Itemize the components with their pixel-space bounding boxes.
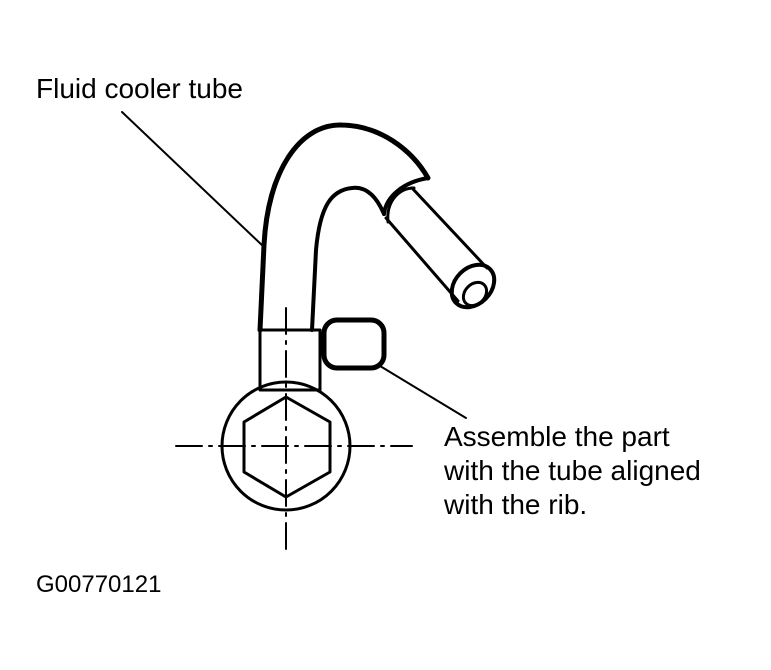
tube-inner-contour [310, 185, 386, 332]
figure-code: G00770121 [36, 571, 162, 598]
tube-sleeve [258, 328, 322, 392]
tube-end-base-arc [386, 186, 416, 224]
assembly-note: Assemble the part with the tube aligned … [444, 420, 701, 522]
tube-outer-contour [257, 122, 431, 333]
assembly-note-line-2: with the tube aligned [444, 455, 701, 486]
assembly-note-line-1: Assemble the part [444, 421, 670, 452]
tube-end-lower-edge [384, 216, 460, 303]
rib-leader-line [379, 365, 467, 419]
tube-end-inner-bore [461, 280, 489, 308]
tube-collar [382, 176, 430, 216]
tube-leader-line [121, 111, 266, 249]
alignment-rib [321, 317, 387, 371]
tube-label: Fluid cooler tube [36, 73, 244, 104]
assembly-note-line-3: with the rib. [444, 489, 588, 520]
tube-end-upper-edge [410, 186, 489, 270]
